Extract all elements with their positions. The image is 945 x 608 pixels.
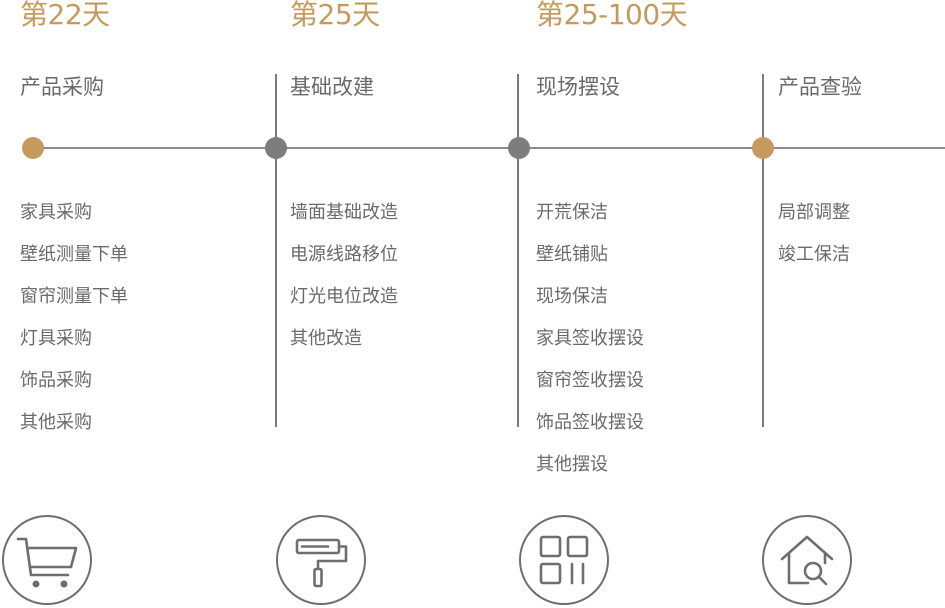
stage-3-phase: 现场摆设	[536, 75, 620, 99]
layout-grid-icon	[539, 535, 589, 585]
stage-2-day: 第25天	[290, 0, 380, 31]
stage-4-icon-circle	[762, 515, 852, 605]
task-item: 窗帘签收摆设	[536, 370, 644, 391]
task-item: 电源线路移位	[290, 244, 398, 265]
stage-1-phase: 产品采购	[20, 75, 104, 99]
task-item: 竣工保洁	[778, 244, 850, 265]
task-item: 其他改造	[290, 328, 362, 349]
stage-2-phase: 基础改建	[290, 75, 374, 99]
stage-2-icon-circle	[276, 515, 366, 605]
task-item: 开荒保洁	[536, 202, 608, 223]
stage-3-day: 第25-100天	[536, 0, 688, 31]
stage-1-day: 第22天	[20, 0, 110, 31]
task-item: 家具采购	[20, 202, 92, 223]
stage-2-dot	[265, 137, 287, 159]
stage-1-dot	[22, 137, 44, 159]
stage-2-task-list: 墙面基础改造 电源线路移位 灯光电位改造 其他改造	[290, 200, 398, 368]
task-item: 其他摆设	[536, 454, 608, 475]
task-item: 灯光电位改造	[290, 286, 398, 307]
stage-3-dot	[508, 137, 530, 159]
shopping-cart-icon	[16, 537, 78, 588]
task-item: 壁纸铺贴	[536, 244, 608, 265]
task-item: 其他采购	[20, 412, 92, 433]
stage-4-dot	[752, 137, 774, 159]
stage-1-task-list: 家具采购 壁纸测量下单 窗帘测量下单 灯具采购 饰品采购 其他采购	[20, 200, 128, 452]
stage-4-phase: 产品查验	[778, 75, 862, 99]
stage-3-task-list: 开荒保洁 壁纸铺贴 现场保洁 家具签收摆设 窗帘签收摆设 饰品签收摆设 其他摆设	[536, 200, 644, 494]
task-item: 现场保洁	[536, 286, 608, 307]
stage-3-icon-circle	[519, 515, 609, 605]
stage-3-divider	[517, 74, 519, 427]
stage-2-divider	[275, 74, 277, 427]
stage-4-task-list: 局部调整 竣工保洁	[778, 200, 850, 284]
stage-4-divider	[762, 74, 764, 427]
task-item: 窗帘测量下单	[20, 286, 128, 307]
task-item: 灯具采购	[20, 328, 92, 349]
task-item: 墙面基础改造	[290, 202, 398, 223]
stage-1-icon-circle	[2, 515, 92, 605]
task-item: 壁纸测量下单	[20, 244, 128, 265]
paint-roller-icon	[295, 538, 348, 588]
home-search-icon	[780, 535, 834, 586]
task-item: 饰品采购	[20, 370, 92, 391]
timeline-axis	[33, 147, 945, 149]
task-item: 局部调整	[778, 202, 850, 223]
task-item: 家具签收摆设	[536, 328, 644, 349]
task-item: 饰品签收摆设	[536, 412, 644, 433]
